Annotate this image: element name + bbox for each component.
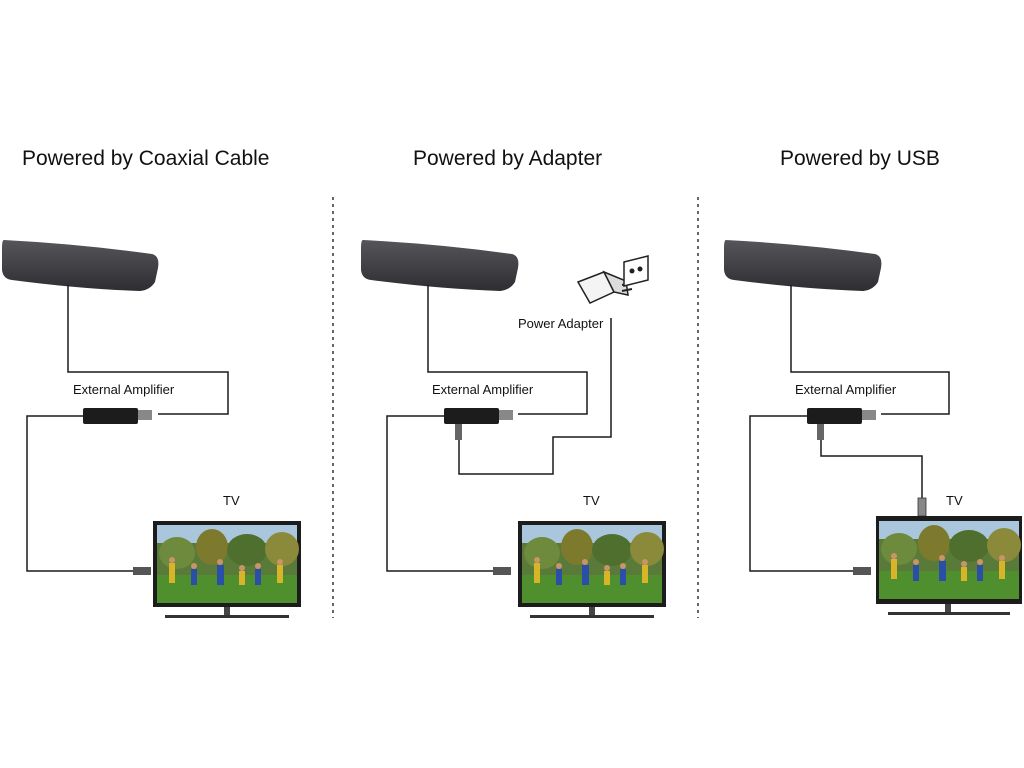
coax-plug-icon xyxy=(853,567,871,575)
tv-icon xyxy=(876,516,1022,615)
wall-socket-icon xyxy=(623,255,649,287)
antenna-icon xyxy=(724,240,882,291)
cable-lines xyxy=(749,285,950,572)
cable-lines xyxy=(386,285,612,572)
amplifier-icon xyxy=(83,408,152,424)
panel-coaxial xyxy=(2,240,301,618)
coax-plug-icon xyxy=(493,567,511,575)
panel-title-usb: Powered by USB xyxy=(780,147,940,170)
amplifier-icon xyxy=(807,408,876,440)
panel-title-coaxial: Powered by Coaxial Cable xyxy=(22,147,270,170)
usb-plug-icon xyxy=(917,497,927,517)
tv-label-adapter: TV xyxy=(583,493,600,508)
amplifier-label-usb: External Amplifier xyxy=(795,382,897,397)
tv-label-usb: TV xyxy=(946,493,963,508)
panel-adapter xyxy=(361,240,666,618)
cable-lines xyxy=(26,285,229,572)
panel-title-adapter: Powered by Adapter xyxy=(413,147,603,170)
power-adapter-icon xyxy=(576,270,633,304)
antenna-icon xyxy=(2,240,159,291)
coax-plug-icon xyxy=(133,567,151,575)
tv-label-coaxial: TV xyxy=(223,493,240,508)
amplifier-label-coaxial: External Amplifier xyxy=(73,382,175,397)
power-adapter-label: Power Adapter xyxy=(518,316,604,331)
tv-icon xyxy=(518,521,666,618)
panel-usb xyxy=(724,240,1022,615)
amplifier-label-adapter: External Amplifier xyxy=(432,382,534,397)
tv-icon xyxy=(153,521,301,618)
antenna-icon xyxy=(361,240,519,291)
amplifier-icon xyxy=(444,408,513,440)
